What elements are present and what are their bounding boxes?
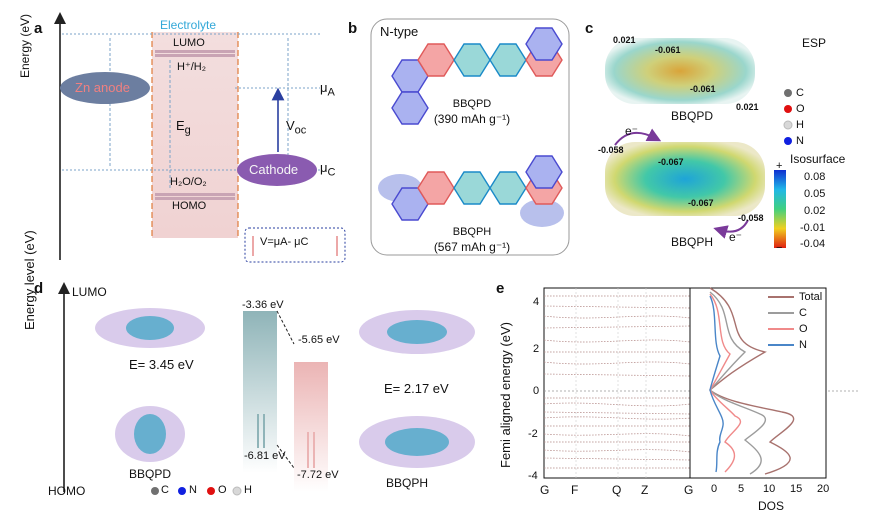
homo-label: HOMO	[172, 200, 207, 212]
k-label-z: Z	[641, 483, 649, 497]
electron-label-1: e⁻	[625, 124, 639, 138]
esp-title: ESP	[802, 36, 827, 50]
dos-tick-5: 5	[738, 483, 745, 495]
legend-c-hydrogen: H	[796, 119, 804, 131]
esp-top-name: BBQPD	[671, 109, 714, 123]
bbqpd-lumo-orbital	[95, 308, 205, 348]
y-tick-m2: -2	[528, 428, 538, 440]
legend-c-carbon: C	[796, 87, 804, 99]
homo-bbqph-value: -7.72 eV	[297, 469, 339, 481]
h2o-couple-label: H₂O/O₂	[170, 176, 207, 188]
legend-d-carbon: C	[161, 484, 169, 496]
esp-bot-name: BBQPH	[671, 235, 714, 249]
panel-label-e: e	[496, 280, 505, 297]
bbqpd-homo-orbital	[115, 406, 185, 462]
iso-minus: −	[776, 242, 783, 254]
eg-label: Eg	[176, 118, 191, 137]
bbqph-capacity: (567 mAh g⁻¹)	[433, 240, 511, 254]
bbqpd-name: BBQPD	[452, 98, 492, 110]
iso-tick-3: 0.02	[804, 205, 826, 217]
y-tick-2: 2	[533, 343, 540, 355]
iso-tick-4: -0.01	[800, 222, 826, 234]
bbqph-homo-orbital	[359, 416, 475, 468]
homo-label-d: HOMO	[48, 484, 86, 498]
esp-top-v3: -0.061	[690, 84, 716, 94]
isosurface-title: Isosurface	[790, 152, 846, 166]
dos-x-label: DOS	[758, 499, 785, 513]
bbqph-name: BBQPH	[452, 226, 492, 238]
h-couple-label: H⁺/H₂	[177, 61, 207, 73]
dos-curves	[708, 287, 795, 475]
bbqph-lumo-orbital	[359, 310, 475, 354]
cathode-label: Cathode	[249, 162, 299, 177]
orbital-diagram	[58, 282, 475, 496]
k-label-g1: G	[540, 483, 550, 497]
k-label-f: F	[571, 483, 579, 497]
esp-bot-v1: -0.058	[598, 145, 624, 155]
gap-bbqph: E= 2.17 eV	[384, 381, 449, 396]
n-type-title: N-type	[380, 24, 419, 39]
band-y-label: Femi aligned energy (eV)	[498, 322, 513, 468]
legend-c-nitrogen: N	[796, 135, 804, 147]
esp-top-v2: -0.061	[655, 45, 681, 55]
esp-bot-v4: -0.058	[738, 213, 764, 223]
dos-tick-10: 10	[763, 483, 776, 495]
iso-tick-1: 0.08	[804, 171, 826, 183]
y-tick-4: 4	[533, 296, 540, 308]
dos-tick-20: 20	[817, 483, 830, 495]
bbqph-label-d: BBQPH	[386, 476, 429, 490]
iso-plus: +	[776, 160, 783, 172]
legend-d-oxygen: O	[218, 484, 227, 496]
zn-anode-label: Zn anode	[75, 80, 130, 95]
y-tick-m4: -4	[528, 470, 538, 482]
voc-label: Voc	[286, 118, 307, 137]
mu-a-label: μA	[320, 80, 335, 99]
energy-level-label: Energy level (eV)	[22, 230, 37, 330]
gap-bbqpd: E= 3.45 eV	[129, 357, 194, 372]
legend-e-n: N	[799, 339, 807, 351]
esp-top-v4: 0.021	[736, 102, 759, 112]
panel-label-b: b	[348, 20, 358, 37]
legend-c-oxygen: O	[796, 103, 805, 115]
bbqpd-structure	[391, 27, 563, 125]
molecule-box	[370, 18, 570, 256]
electrolyte-label: Electrolyte	[160, 18, 217, 32]
band-dos-plot	[543, 287, 860, 479]
energy-diagram	[54, 12, 346, 263]
y-tick-0: 0	[533, 385, 540, 397]
esp-bot-v2: -0.067	[658, 157, 684, 167]
bbqpd-label-d: BBQPD	[129, 467, 172, 481]
voc-formula: V=μA- μC	[260, 236, 309, 248]
homo-bbqpd-value: -6.81 eV	[244, 450, 286, 462]
legend-e-total: Total	[799, 291, 823, 303]
lumo-bbqpd-value: -3.36 eV	[242, 299, 284, 311]
k-label-g2: G	[684, 483, 694, 497]
k-label-q: Q	[612, 483, 622, 497]
esp-top-v1: 0.021	[613, 35, 636, 45]
legend-e-o: O	[799, 323, 808, 335]
legend-e-c: C	[799, 307, 807, 319]
panel-label-a: a	[34, 20, 43, 37]
dos-tick-15: 15	[790, 483, 803, 495]
bbqph-structure	[378, 155, 564, 227]
electron-label-2: e⁻	[729, 230, 743, 244]
esp-bot-v3: -0.067	[688, 198, 714, 208]
band-lines	[543, 295, 691, 469]
bbqpd-capacity: (390 mAh g⁻¹)	[433, 112, 511, 126]
esp-maps	[605, 38, 793, 248]
legend-d-hydrogen: H	[244, 484, 252, 496]
legend-d-nitrogen: N	[189, 484, 197, 496]
iso-tick-2: 0.05	[804, 188, 826, 200]
lumo-label-d: LUMO	[72, 285, 107, 299]
dos-tick-0: 0	[711, 483, 718, 495]
mu-c-label: μC	[320, 160, 336, 179]
iso-tick-5: -0.04	[800, 238, 826, 250]
lumo-bbqph-value: -5.65 eV	[298, 334, 340, 346]
y-axis-label: Energy (eV)	[18, 13, 32, 78]
panel-label-c: c	[585, 20, 594, 37]
lumo-label: LUMO	[173, 37, 205, 49]
panel-label-d: d	[34, 280, 44, 297]
